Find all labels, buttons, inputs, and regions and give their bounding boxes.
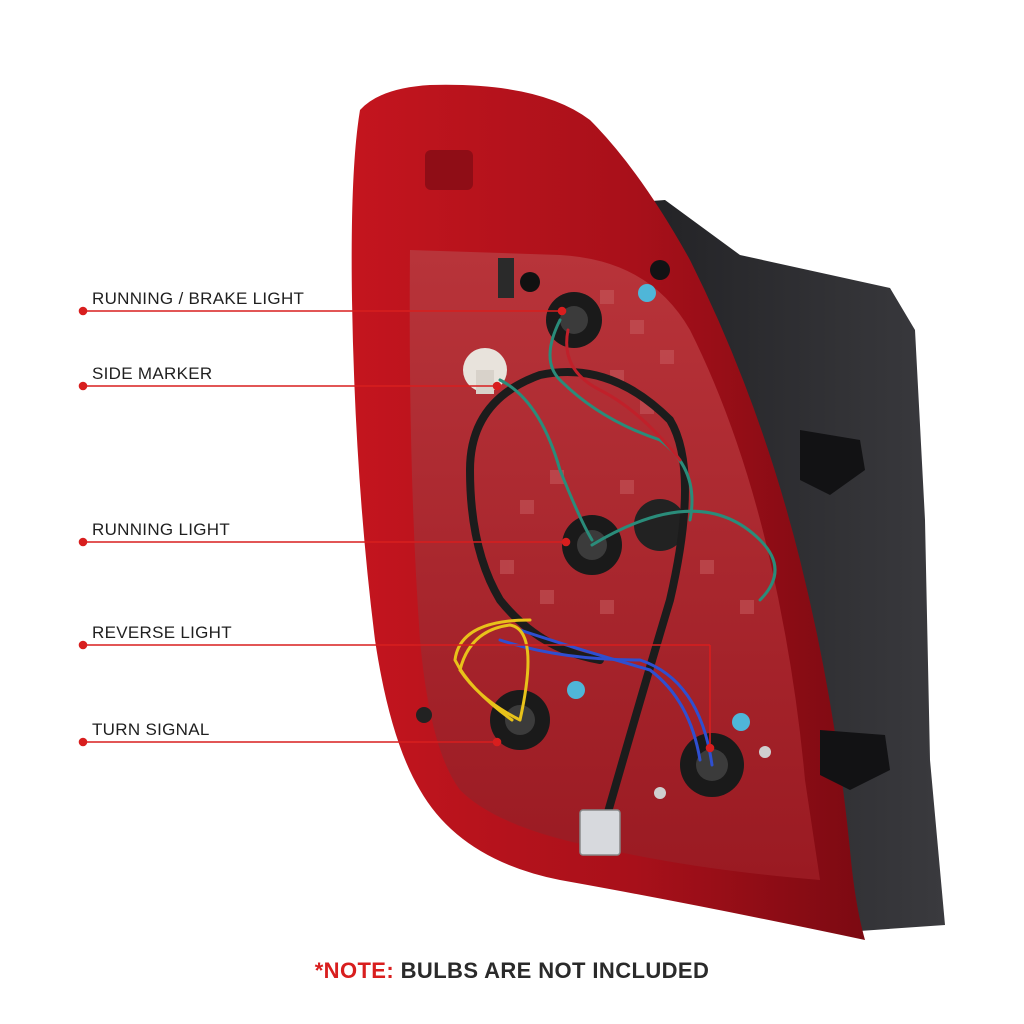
callout-lines <box>78 306 715 753</box>
bracket-clips <box>650 260 890 790</box>
harness-connector <box>579 809 621 856</box>
top-stud <box>498 258 540 298</box>
top-mounting-tab <box>425 150 473 190</box>
side-marker-grommet <box>463 348 507 394</box>
bulbs-not-included-note: *NOTE: BULBS ARE NOT INCLUDED <box>0 958 1024 984</box>
housing-screws <box>416 707 771 799</box>
callout-running-brake-light: RUNNING / BRAKE LIGHT <box>92 289 305 308</box>
callout-reverse-light: REVERSE LIGHT <box>92 623 232 642</box>
callout-running-light: RUNNING LIGHT <box>92 520 231 539</box>
wire-harness <box>453 318 777 844</box>
callout-turn-signal: TURN SIGNAL <box>92 720 210 739</box>
note-prefix: *NOTE: <box>314 958 395 983</box>
blue-marker-dots <box>567 284 750 731</box>
note-text: BULBS ARE NOT INCLUDED <box>400 958 710 983</box>
callout-side-marker: SIDE MARKER <box>92 364 213 383</box>
